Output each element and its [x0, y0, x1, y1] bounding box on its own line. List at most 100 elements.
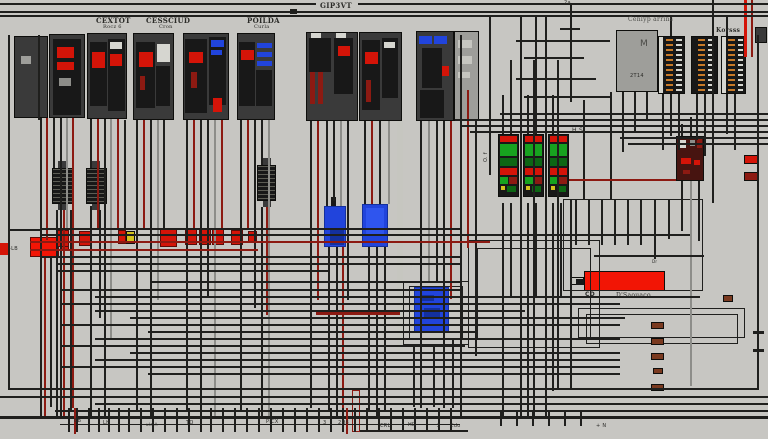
- coil-3-tab-top: [263, 158, 271, 165]
- wire-vertical: [266, 207, 268, 315]
- wire-vertical: [221, 120, 223, 230]
- label-saouaco: D'Saouaco: [616, 292, 651, 299]
- wire-horizontal: [95, 296, 700, 298]
- wire-vertical: [698, 181, 700, 241]
- wire-vertical: [90, 119, 92, 168]
- connector-3: [118, 230, 126, 244]
- wire-vertical: [388, 121, 390, 204]
- br-tab-5: [651, 384, 664, 391]
- wire-vertical: [560, 203, 562, 298]
- terminal-tick: [282, 408, 284, 432]
- wire-vertical: [66, 118, 68, 230]
- wire-vertical: [670, 94, 672, 136]
- label-junction-box: Cenlyp arrins: [628, 16, 674, 23]
- wire-vertical: [397, 121, 403, 351]
- wire-horizontal: [55, 410, 768, 412]
- terminal-strip-2-pins: [698, 39, 705, 91]
- green-meter-1-redrow: [500, 168, 517, 175]
- terminal-tick: [108, 408, 110, 432]
- panel-6-stripe2: [257, 52, 272, 57]
- terminal-tick: [366, 408, 368, 432]
- wire-vertical: [124, 120, 126, 228]
- panel-6-stripe3: [257, 61, 272, 66]
- wire-horizontal: [60, 366, 620, 368]
- wire-vertical: [634, 92, 636, 132]
- wire-vertical: [333, 121, 335, 201]
- wire-vertical: [364, 121, 366, 204]
- wire-vertical: [460, 35, 462, 418]
- wire-horizontal: [0, 416, 768, 419]
- relay-blue-3-chip2: [424, 308, 440, 318]
- wire-vertical: [610, 92, 612, 199]
- wire-vertical: [53, 118, 55, 168]
- label-box-m: M: [640, 39, 649, 49]
- wire-vertical: [261, 207, 263, 418]
- wire-vertical: [186, 120, 188, 410]
- wire-horizontal: [524, 57, 584, 59]
- green-meter-2-r: [534, 177, 542, 184]
- wire-vertical: [433, 345, 435, 407]
- wire-vertical: [744, 0, 747, 57]
- green-meter-1-redbar: [500, 136, 517, 142]
- wire-vertical: [207, 120, 209, 298]
- wire-vertical: [136, 120, 138, 410]
- green-meter-2-y: [526, 186, 530, 190]
- terminal-tick: [438, 408, 440, 432]
- terminal-tick: [152, 408, 154, 432]
- panel-3-display: [92, 52, 105, 68]
- wire-vertical: [157, 120, 159, 300]
- label-hs: H S.: [572, 127, 586, 134]
- panel-9-chip2: [434, 36, 447, 44]
- terminal-tick: [426, 408, 428, 432]
- wire-vertical: [70, 210, 72, 410]
- wire-horizontal: [10, 388, 758, 390]
- terminal-tick: [580, 412, 582, 426]
- wire-horizontal: [95, 359, 620, 361]
- coil-2: [86, 168, 107, 204]
- wire-vertical: [622, 92, 624, 152]
- wire-vertical: [570, 200, 572, 388]
- wire-vertical: [627, 199, 629, 245]
- panel-7-bar2: [318, 72, 323, 104]
- label-bottom-hd: HD: [408, 422, 417, 428]
- wire-horizontal: [0, 396, 768, 398]
- terminal-tick: [210, 408, 212, 432]
- label-panel-group-3: POILDA: [247, 16, 280, 25]
- panel-7-chip: [311, 33, 321, 38]
- panel-7-display: [338, 46, 350, 56]
- wire-vertical: [50, 257, 52, 407]
- wire-horizontal: [753, 331, 764, 334]
- wire-vertical: [384, 247, 386, 410]
- coil-1-tab-bottom: [58, 204, 66, 210]
- coil-1-tab-top: [58, 161, 66, 168]
- wire-horizontal: [95, 403, 768, 405]
- wire-vertical: [317, 121, 319, 300]
- panel-10-chip3: [458, 72, 470, 78]
- wire-vertical: [678, 94, 680, 150]
- wire-vertical: [681, 124, 683, 136]
- wire-vertical: [510, 60, 512, 134]
- wire-vertical: [690, 181, 692, 386]
- wire-vertical: [44, 257, 46, 417]
- wire-vertical: [662, 94, 664, 150]
- coil-3-tab-bottom: [263, 201, 271, 207]
- label-panel-group-2-sub: Cron: [159, 24, 173, 30]
- terminal-tick: [222, 408, 224, 432]
- label-box-id: 2T14: [630, 73, 644, 79]
- terminal-tick: [532, 412, 534, 426]
- wire-vertical: [646, 92, 648, 120]
- green-meter-3-g: [550, 177, 558, 184]
- wire-vertical: [654, 199, 656, 259]
- terminal-tick: [74, 408, 76, 434]
- right-tab-3: [723, 295, 733, 302]
- wire-vertical: [570, 4, 572, 102]
- wire-vertical: [413, 345, 415, 407]
- wire-vertical: [751, 0, 753, 57]
- wire-vertical: [342, 247, 344, 410]
- wire-horizontal: [60, 345, 465, 347]
- wire-horizontal: [60, 424, 460, 425]
- terminal-tick: [346, 408, 348, 434]
- green-meter-1-display: [500, 144, 517, 156]
- wire-vertical: [340, 121, 342, 206]
